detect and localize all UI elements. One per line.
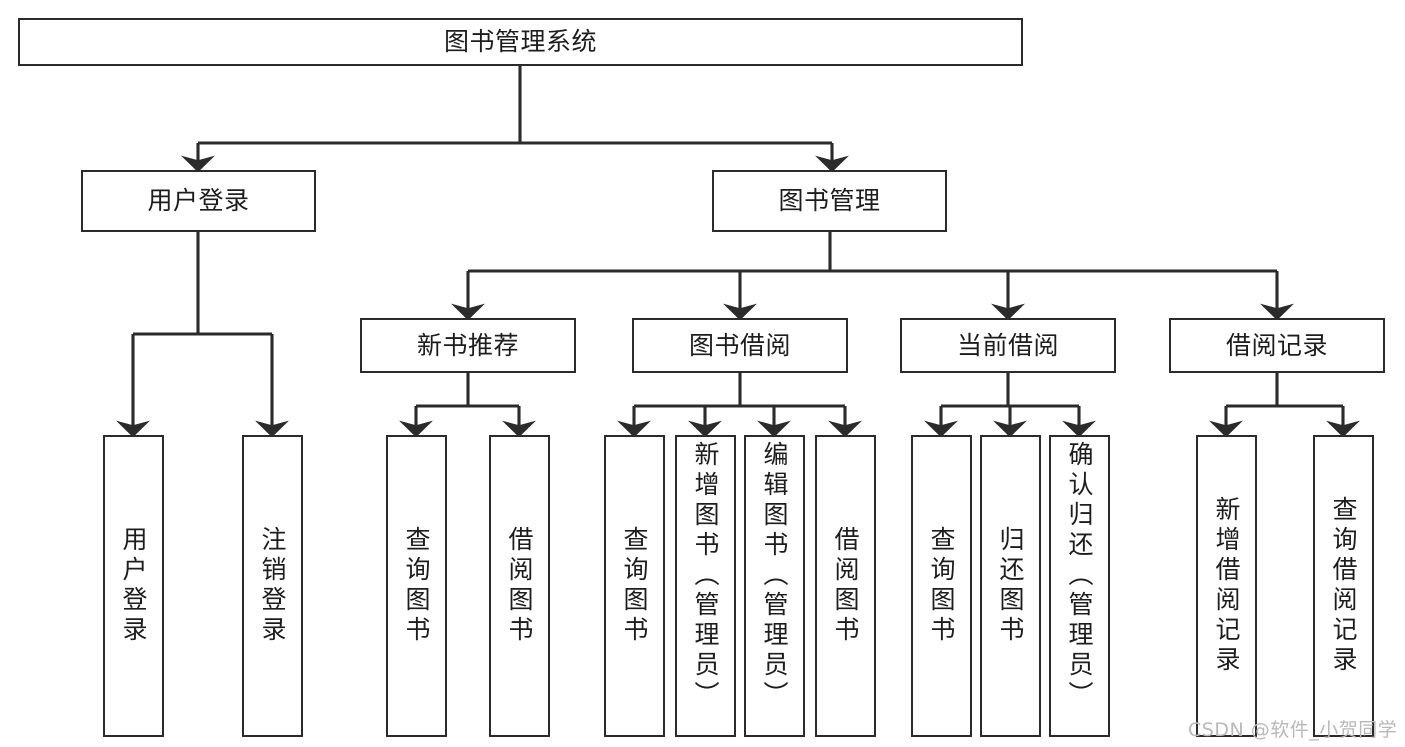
node-root-book-management-system[interactable]: 图书管理系统 xyxy=(18,18,1023,66)
node-leaf-user-logout[interactable]: 注销登录 xyxy=(242,435,303,737)
node-leaf-query-borrow-record-label: 查询借阅记录 xyxy=(1329,496,1358,676)
node-leaf-return-book[interactable]: 归还图书 xyxy=(980,435,1041,737)
node-user-login[interactable]: 用户登录 xyxy=(81,170,316,232)
node-root-label: 图书管理系统 xyxy=(443,27,597,57)
node-book-borrow-label: 图书借阅 xyxy=(688,330,791,360)
node-leaf-query-book-2-label: 查询图书 xyxy=(620,526,649,646)
node-leaf-query-book-2[interactable]: 查询图书 xyxy=(604,435,665,737)
node-book-manage-label: 图书管理 xyxy=(778,186,881,216)
node-current-borrow[interactable]: 当前借阅 xyxy=(900,318,1116,373)
node-new-book-recommend-label: 新书推荐 xyxy=(416,330,519,360)
node-leaf-user-login-label: 用户登录 xyxy=(119,526,148,646)
csdn-watermark: CSDN @软件_小贺同学 xyxy=(1188,719,1398,741)
node-leaf-borrow-book-2[interactable]: 借阅图书 xyxy=(815,435,876,737)
node-book-borrow[interactable]: 图书借阅 xyxy=(632,318,848,373)
node-leaf-add-borrow-record[interactable]: 新增借阅记录 xyxy=(1196,435,1257,737)
node-book-manage[interactable]: 图书管理 xyxy=(712,170,947,232)
node-leaf-add-book-admin[interactable]: 新增图书（管理员） xyxy=(675,435,736,737)
node-leaf-query-borrow-record[interactable]: 查询借阅记录 xyxy=(1313,435,1374,737)
node-leaf-query-book-1[interactable]: 查询图书 xyxy=(386,435,447,737)
node-leaf-borrow-book-1[interactable]: 借阅图书 xyxy=(489,435,550,737)
node-leaf-query-book-3[interactable]: 查询图书 xyxy=(911,435,972,737)
node-leaf-user-login[interactable]: 用户登录 xyxy=(103,435,164,737)
node-leaf-edit-book-admin[interactable]: 编辑图书（管理员） xyxy=(744,435,805,737)
node-new-book-recommend[interactable]: 新书推荐 xyxy=(360,318,576,373)
node-leaf-return-book-label: 归还图书 xyxy=(996,526,1025,646)
node-leaf-edit-book-admin-label: 编辑图书（管理员） xyxy=(760,441,789,711)
node-leaf-user-logout-label: 注销登录 xyxy=(258,526,287,646)
node-leaf-borrow-book-2-label: 借阅图书 xyxy=(831,526,860,646)
node-current-borrow-label: 当前借阅 xyxy=(956,330,1059,360)
node-leaf-confirm-return-admin[interactable]: 确认归还（管理员） xyxy=(1049,435,1110,737)
node-leaf-borrow-book-1-label: 借阅图书 xyxy=(505,526,534,646)
node-user-login-label: 用户登录 xyxy=(147,186,250,216)
node-leaf-confirm-return-admin-label: 确认归还（管理员） xyxy=(1065,441,1094,711)
node-leaf-query-book-1-label: 查询图书 xyxy=(402,526,431,646)
node-borrow-record[interactable]: 借阅记录 xyxy=(1169,318,1385,373)
node-borrow-record-label: 借阅记录 xyxy=(1225,330,1328,360)
node-leaf-add-borrow-record-label: 新增借阅记录 xyxy=(1212,496,1241,676)
node-leaf-add-book-admin-label: 新增图书（管理员） xyxy=(691,441,720,711)
node-leaf-query-book-3-label: 查询图书 xyxy=(927,526,956,646)
